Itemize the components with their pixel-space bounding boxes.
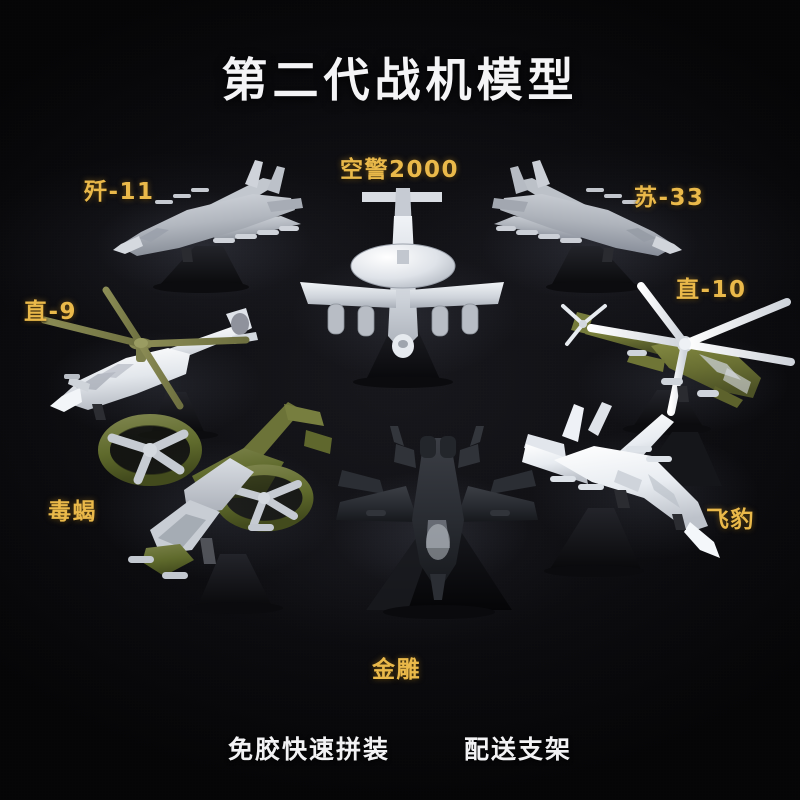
label-kj2000: 空警2000 <box>340 157 460 183</box>
model-j11 <box>95 150 325 293</box>
label-z10: 直-10 <box>676 277 747 303</box>
j11-airframe <box>113 160 303 262</box>
scorpion-stand <box>187 554 283 614</box>
label-scorpion: 毒蝎 <box>48 499 97 525</box>
footnote-glue-free: 免胶快速拼装 <box>227 735 390 764</box>
jh7-airframe <box>522 402 720 558</box>
su33-airframe <box>492 160 682 262</box>
page-title: 第二代战机模型 <box>221 53 579 107</box>
model-scorpion <box>88 388 343 614</box>
jh7-stand <box>544 432 722 577</box>
su33-stand <box>546 246 642 293</box>
z10-airframe <box>561 282 795 416</box>
model-jh7 <box>522 390 757 577</box>
j11-stand <box>153 246 249 293</box>
label-jh7: 飞豹 <box>706 507 755 533</box>
scorpion-airframe <box>98 402 332 579</box>
model-z10 <box>561 282 800 435</box>
kj2000-airframe <box>300 188 504 358</box>
label-j11: 歼-11 <box>84 179 155 205</box>
model-kj2000 <box>292 186 512 388</box>
goldeneagle-airframe <box>336 426 538 600</box>
z9-airframe <box>40 286 258 420</box>
label-z9: 直-9 <box>24 299 78 325</box>
label-su33: 苏-33 <box>634 185 705 211</box>
model-goldeneagle <box>332 424 547 619</box>
footnote-stand-included: 配送支架 <box>464 735 573 764</box>
label-goldeneagle: 金雕 <box>372 657 421 683</box>
footnote-row: 免胶快速拼装 配送支架 <box>0 730 800 766</box>
model-su33 <box>470 150 700 293</box>
